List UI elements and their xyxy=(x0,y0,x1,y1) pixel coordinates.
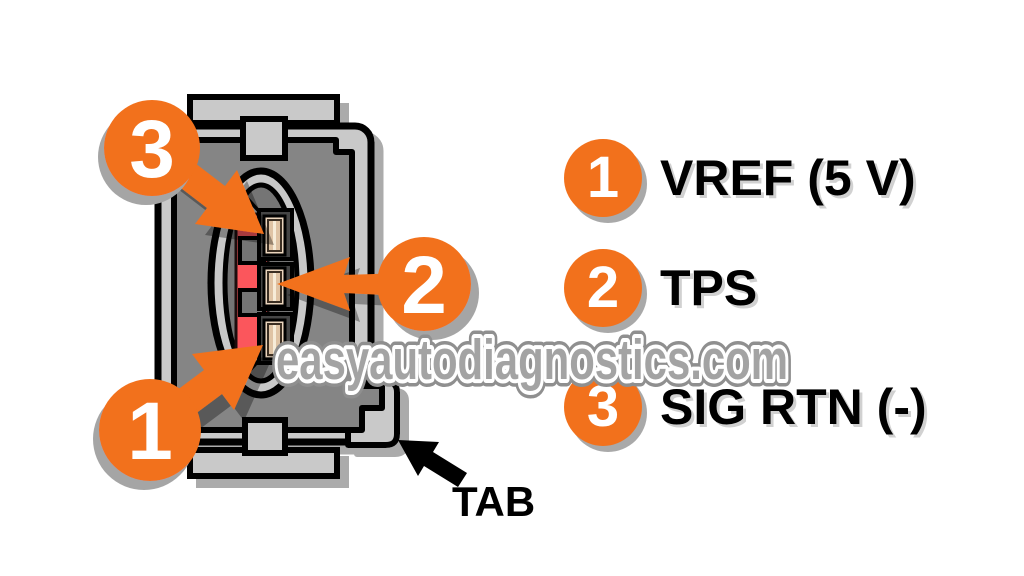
callout-2-number: 2 xyxy=(401,240,447,331)
connector-bottom-clip xyxy=(242,417,288,456)
pin-2 xyxy=(262,266,287,308)
legend-number-2: 2 xyxy=(586,255,620,320)
legend-row-vref: 1 VREF (5 V) xyxy=(564,139,916,217)
legend-number-3: 3 xyxy=(586,374,620,439)
legend-badge-1: 1 xyxy=(564,139,642,217)
legend-label-tps: TPS xyxy=(660,260,758,316)
callout-2-badge: 2 xyxy=(377,237,471,331)
pin-3 xyxy=(262,214,287,257)
callout-2-arrow xyxy=(277,257,404,311)
legend-label-vref: VREF (5 V) xyxy=(660,150,916,206)
legend-row-sigrtn: 3 SIG RTN (-) xyxy=(564,368,927,446)
legend-badge-3: 3 xyxy=(564,368,642,446)
callout-3-badge: 3 xyxy=(104,100,200,196)
callout-3-number: 3 xyxy=(129,104,175,195)
legend-badge-2: 2 xyxy=(564,249,642,327)
tab-pointer-arrow xyxy=(398,440,467,487)
connector-top-clip xyxy=(240,116,288,161)
callout-1-badge: 1 xyxy=(99,379,201,481)
pin-1 xyxy=(262,318,287,361)
tab-label: TAB xyxy=(452,478,536,525)
legend-label-sigrtn: SIG RTN (-) xyxy=(660,379,927,435)
callout-1-number: 1 xyxy=(127,386,173,477)
legend-number-1: 1 xyxy=(586,145,620,210)
legend-row-tps: 2 TPS xyxy=(564,249,757,327)
